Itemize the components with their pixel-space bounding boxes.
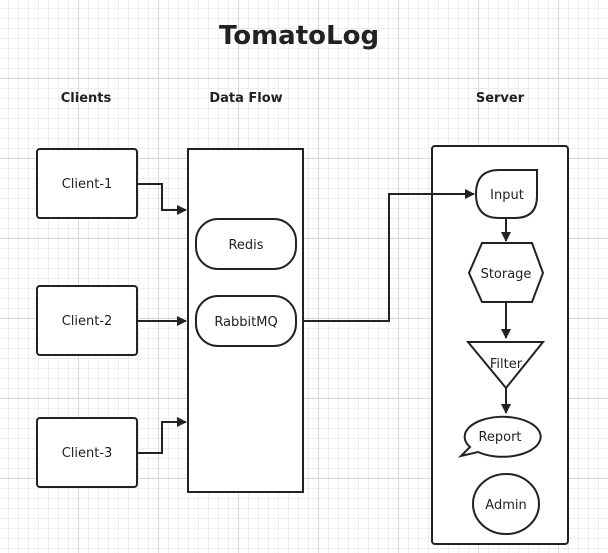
input-label: Input <box>490 188 524 203</box>
client-1-label: Client-1 <box>62 177 113 192</box>
edge-rabbitmq-to-input <box>303 189 475 322</box>
storage-label: Storage <box>481 267 532 282</box>
admin-label: Admin <box>485 498 526 513</box>
column-header-data-flow: Data Flow <box>209 91 282 106</box>
client-1-node[interactable]: Client-1 <box>36 148 138 219</box>
rabbitmq-label: RabbitMQ <box>214 315 277 330</box>
client-3-node[interactable]: Client-3 <box>36 417 138 488</box>
report-label: Report <box>478 430 521 445</box>
client-3-label: Client-3 <box>62 446 113 461</box>
client-2-node[interactable]: Client-2 <box>36 285 138 356</box>
column-header-server: Server <box>476 91 525 106</box>
report-node[interactable]: Report <box>457 415 542 458</box>
redis-node[interactable]: Redis <box>195 218 297 270</box>
client-2-label: Client-2 <box>62 314 113 329</box>
rabbitmq-node[interactable]: RabbitMQ <box>195 295 297 347</box>
storage-node[interactable]: Storage <box>467 242 545 303</box>
edge-client-3-to-data-flow <box>137 417 187 454</box>
filter-node[interactable]: Filter <box>465 341 546 390</box>
redis-label: Redis <box>228 238 263 253</box>
filter-label: Filter <box>490 357 523 372</box>
column-header-clients: Clients <box>61 91 112 106</box>
admin-node[interactable]: Admin <box>472 473 540 535</box>
diagram-title: TomatoLog <box>219 21 379 51</box>
edge-client-1-to-data-flow <box>137 183 187 215</box>
input-node[interactable]: Input <box>474 169 538 219</box>
